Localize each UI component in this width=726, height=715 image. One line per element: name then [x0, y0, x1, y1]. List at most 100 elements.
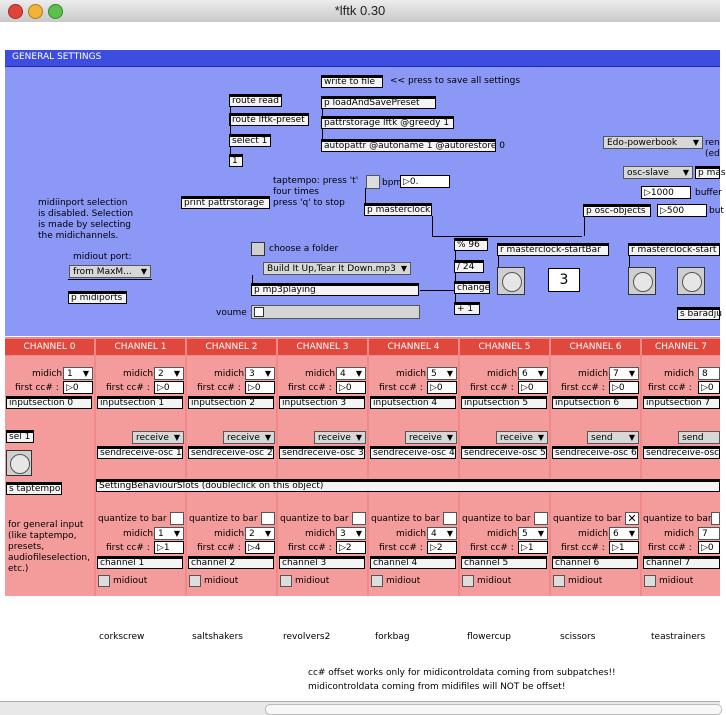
channel-6-inputsection[interactable]: inputsection 6 [552, 396, 638, 409]
channel-5-quantize-toggle[interactable] [534, 512, 548, 525]
channel-4-mode-menu[interactable]: receive▼ [405, 431, 457, 444]
taptempo-bang-button[interactable] [6, 450, 32, 476]
channel-1-q-firstcc-number[interactable]: ▷1 [154, 541, 184, 554]
subpatch-name-forkbag[interactable]: forkbag [375, 632, 410, 642]
channel-4-q-midich-menu[interactable]: 4▼ [427, 527, 457, 540]
s-baradjust-object[interactable]: s baradju [677, 307, 722, 320]
channel-7-inputsection[interactable]: inputsection 7 [643, 396, 720, 409]
channel-1-mode-menu[interactable]: receive▼ [132, 431, 184, 444]
select-1-object[interactable]: select 1 [229, 134, 271, 147]
channel-2-inputsection[interactable]: inputsection 2 [188, 396, 274, 409]
channel-7-quantize-toggle[interactable] [711, 512, 720, 525]
scrollbar-thumb[interactable] [265, 704, 722, 715]
bar-number-display[interactable]: 3 [548, 268, 580, 292]
s-taptempo-object[interactable]: s taptempo [6, 482, 62, 495]
subpatch-name-teastrainers[interactable]: teastrainers [651, 632, 706, 642]
choose-folder-button[interactable] [251, 242, 265, 256]
buffer-number[interactable]: ▷1000 [641, 186, 691, 199]
midiout-port-menu[interactable]: from MaxM...▼ [69, 265, 151, 278]
channel-0-midich-menu[interactable]: 1▼ [63, 367, 93, 380]
subpatch-name-flowercup[interactable]: flowercup [467, 632, 511, 642]
channel-6-sendreceive[interactable]: sendreceive-osc 6 [552, 446, 638, 459]
channel-3-q-midich-menu[interactable]: 3▼ [336, 527, 366, 540]
bar-bang-button[interactable] [497, 267, 525, 295]
zoom-button[interactable] [48, 4, 63, 19]
channel-5-midich-menu[interactable]: 6▼ [518, 367, 548, 380]
start-bang-button-2[interactable] [677, 267, 705, 295]
setting-behaviour-slots-object[interactable]: SettingBehaviourSlots (doubleclick on th… [96, 479, 720, 492]
print-pattrstorage-object[interactable]: print pattrstorage [181, 196, 270, 209]
channel-3-mode-menu[interactable]: receive▼ [314, 431, 366, 444]
channel-7-channel-object[interactable]: channel 7 [643, 556, 720, 569]
channel-6-q-midich-menu[interactable]: 6▼ [609, 527, 639, 540]
bpm-number[interactable]: ▷0. [400, 175, 450, 188]
channel-3-firstcc-number[interactable]: ▷0 [336, 381, 366, 394]
channel-0-inputsection[interactable]: inputsection 0 [6, 396, 92, 409]
r-masterclock-start-object[interactable]: r masterclock-start [628, 243, 720, 256]
channel-7-sendreceive[interactable]: sendreceive-osc [643, 446, 720, 459]
subpatch-name-revolvers2[interactable]: revolvers2 [283, 632, 331, 642]
r-masterclock-startbar-object[interactable]: r masterclock-startBar [497, 243, 609, 256]
channel-1-sendreceive[interactable]: sendreceive-osc 1 [97, 446, 183, 459]
start-bang-button[interactable] [628, 267, 656, 295]
channel-2-mode-menu[interactable]: receive▼ [223, 431, 275, 444]
sel-1-object[interactable]: sel 1 [6, 430, 34, 443]
channel-5-inputsection[interactable]: inputsection 5 [461, 396, 547, 409]
channel-4-midich-menu[interactable]: 5▼ [427, 367, 457, 380]
channel-2-sendreceive[interactable]: sendreceive-osc 2 [188, 446, 274, 459]
channel-2-midich-menu[interactable]: 3▼ [245, 367, 275, 380]
channel-4-quantize-toggle[interactable] [443, 512, 457, 525]
channel-7-mode-menu[interactable]: send [678, 431, 720, 444]
preset-one-message[interactable]: 1 [229, 154, 243, 167]
channel-2-quantize-toggle[interactable] [261, 512, 275, 525]
channel-4-channel-object[interactable]: channel 4 [370, 556, 456, 569]
write-to-file-message[interactable]: write to file [321, 75, 383, 88]
channel-6-firstcc-number[interactable]: ▷0 [609, 381, 639, 394]
volume-slider-thumb[interactable] [254, 307, 264, 317]
subpatch-name-corkscrew[interactable]: corkscrew [99, 632, 145, 642]
osc-objects-object[interactable]: p osc-objects [583, 204, 651, 217]
channel-5-mode-menu[interactable]: receive▼ [496, 431, 548, 444]
channel-1-channel-object[interactable]: channel 1 [97, 556, 183, 569]
but-number[interactable]: ▷500 [657, 204, 707, 217]
channel-3-midich-menu[interactable]: 4▼ [336, 367, 366, 380]
channel-6-quantize-toggle[interactable]: ✕ [625, 512, 639, 525]
channel-5-q-firstcc-number[interactable]: ▷1 [518, 541, 548, 554]
p-mas-object[interactable]: p mas [695, 166, 726, 179]
channel-1-midiout-toggle[interactable] [98, 575, 110, 587]
subpatch-name-saltshakers[interactable]: saltshakers [192, 632, 243, 642]
channel-6-midich-menu[interactable]: 7▼ [609, 367, 639, 380]
channel-5-firstcc-number[interactable]: ▷0 [518, 381, 548, 394]
horizontal-scrollbar[interactable] [0, 701, 722, 715]
autopattr-object[interactable]: autopattr @autoname 1 @autorestore 0 [321, 139, 505, 152]
route-lftk-preset-object[interactable]: route lftk-preset [229, 113, 309, 126]
bpm-toggle[interactable] [366, 175, 380, 189]
mp3playing-object[interactable]: p mp3playing [251, 283, 419, 296]
channel-2-firstcc-number[interactable]: ▷0 [245, 381, 275, 394]
channel-4-midiout-toggle[interactable] [371, 575, 383, 587]
channel-2-channel-object[interactable]: channel 2 [188, 556, 274, 569]
channel-6-q-firstcc-number[interactable]: ▷1 [609, 541, 639, 554]
channel-4-inputsection[interactable]: inputsection 4 [370, 396, 456, 409]
channel-7-midich-menu[interactable]: 8 [698, 367, 720, 380]
channel-3-inputsection[interactable]: inputsection 3 [279, 396, 365, 409]
change-object[interactable]: change [454, 281, 490, 294]
channel-1-firstcc-number[interactable]: ▷0 [154, 381, 184, 394]
midiports-object[interactable]: p midiports [68, 291, 127, 304]
channel-4-q-firstcc-number[interactable]: ▷2 [427, 541, 457, 554]
masterclock-object[interactable]: p masterclock [364, 203, 432, 216]
channel-1-inputsection[interactable]: inputsection 1 [97, 396, 183, 409]
channel-7-midiout-toggle[interactable] [644, 575, 656, 587]
channel-1-midich-menu[interactable]: 2▼ [154, 367, 184, 380]
channel-7-firstcc-number[interactable]: ▷0 [698, 381, 720, 394]
osc-mode-menu[interactable]: osc-slave▼ [623, 166, 693, 179]
channel-3-sendreceive[interactable]: sendreceive-osc 3 [279, 446, 365, 459]
channel-5-channel-object[interactable]: channel 5 [461, 556, 547, 569]
channel-6-channel-object[interactable]: channel 6 [552, 556, 638, 569]
channel-4-sendreceive[interactable]: sendreceive-osc 4 [370, 446, 456, 459]
pattrstorage-object[interactable]: pattrstorage lftk @greedy 1 [321, 116, 454, 129]
channel-2-midiout-toggle[interactable] [189, 575, 201, 587]
channel-7-q-midich-menu[interactable]: 7 [698, 527, 720, 540]
subpatch-name-scissors[interactable]: scissors [560, 632, 596, 642]
channel-7-q-firstcc-number[interactable]: ▷0 [698, 541, 720, 554]
